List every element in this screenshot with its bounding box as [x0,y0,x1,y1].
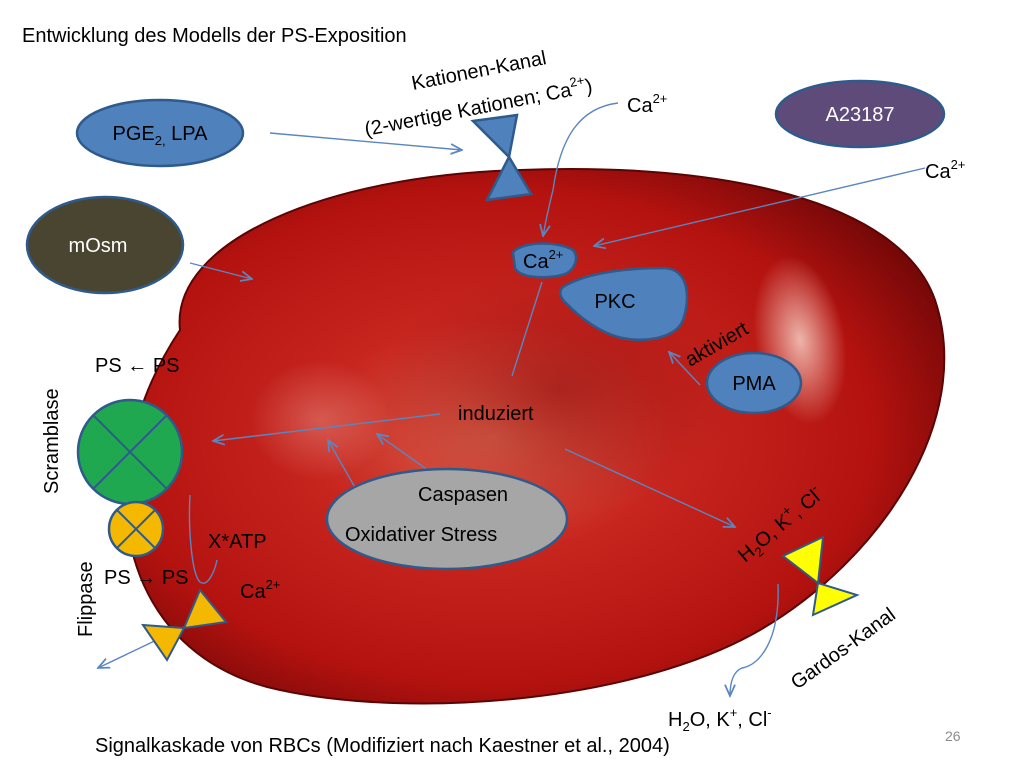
pma-node: PMA [705,351,803,415]
gardos-ions-bottom-label: H2O, K+, Cl- [668,705,772,734]
kationen-channel-icon [470,113,534,202]
ps-flip-label: PS → PS [104,567,189,589]
pge-lpa-node: PGE2, LPA [75,98,245,168]
ca-right-label: Ca2+ [925,157,965,183]
page-number: 26 [945,728,961,744]
slide-title: Entwicklung des Modells der PS-Expositio… [22,25,407,47]
gardos-ions-rotated-label: H2O, K+, Cl- [732,480,830,569]
arrows [98,102,926,696]
induziert-label: induziert [458,403,534,425]
caspasen-oxidativer-stress-node: Caspasen Oxidativer Stress [325,467,569,571]
svg-text:A23187: A23187 [826,104,895,126]
slide-caption: Signalkaskade von RBCs (Modifiziert nach… [95,735,670,757]
gardos-kanal-label: Gardos-Kanal [787,604,900,694]
ca-channel-icon [140,588,228,662]
flippase-label: Flippase [75,561,97,637]
ca-inner-node: Ca2+ [511,242,578,279]
svg-text:PGE2, LPA: PGE2, LPA [113,123,209,148]
svg-text:Oxidativer Stress: Oxidativer Stress [345,524,497,546]
ca-top-label: Ca2+ [627,91,667,117]
svg-text:PMA: PMA [732,373,776,395]
xatp-label: X*ATP [208,531,267,553]
a23187-node: A23187 [774,79,946,149]
mosm-node: mOsm [25,195,185,295]
pkc-node: PKC [559,266,689,341]
gardos-channel-icon [781,535,860,617]
scramblase-label: Scramblase [41,388,63,494]
svg-text:Caspasen: Caspasen [418,484,508,506]
svg-text:Ca2+: Ca2+ [523,247,563,273]
scramblase-icon [76,398,184,506]
flippase-icon [107,500,165,558]
ca-flippase-label: Ca2+ [240,577,280,603]
svg-text:PKC: PKC [594,291,635,313]
ps-scramble-label: PS ← PS [95,355,180,377]
svg-text:mOsm: mOsm [69,235,128,257]
